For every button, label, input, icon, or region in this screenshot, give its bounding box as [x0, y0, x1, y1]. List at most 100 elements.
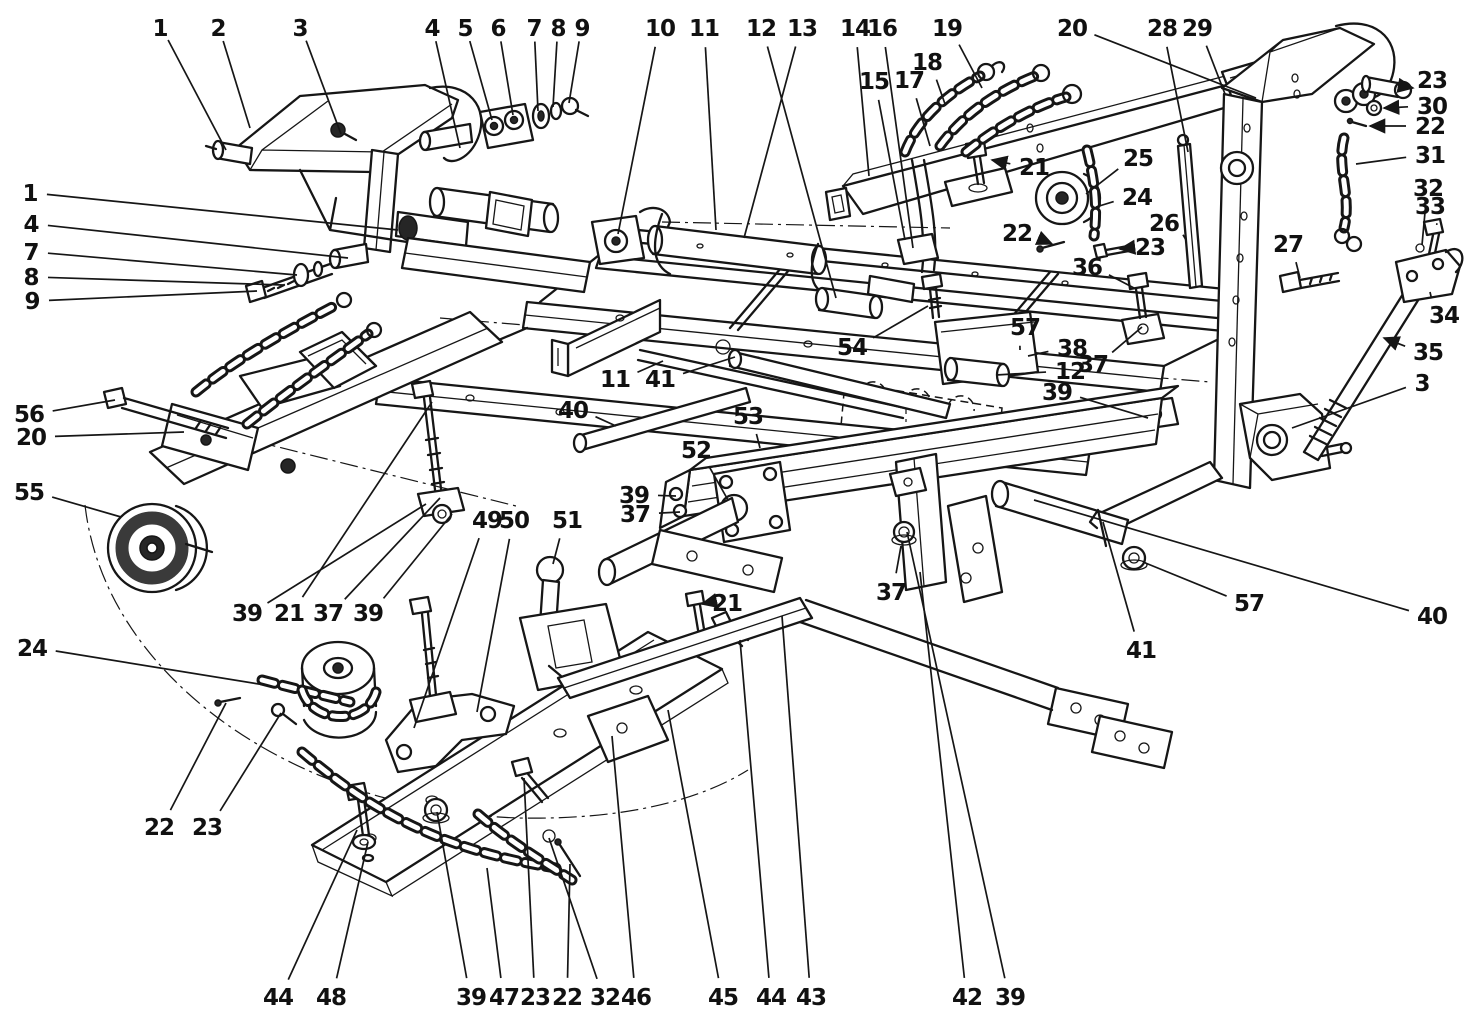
callout-leader-37-56 [344, 497, 441, 600]
callout-leader-1-45 [46, 193, 399, 231]
callout-label-1-45: 1 [22, 181, 37, 207]
callout-label-16-14: 16 [867, 16, 897, 42]
callout-leader-3-38 [1291, 386, 1407, 429]
callout-leader-24-53 [55, 650, 266, 686]
callout-leader-23-33 [1118, 239, 1137, 255]
callout-label-39-77: 39 [456, 985, 486, 1011]
callout-leader-4-46 [47, 224, 349, 259]
callout-label-18-16: 18 [912, 50, 942, 76]
callout-leader-41-72 [1102, 521, 1135, 632]
callout-leader-27-35 [1295, 261, 1301, 279]
callout-leader-31-25 [1355, 156, 1407, 165]
callout-label-48-76: 48 [316, 985, 346, 1011]
callout-label-42-86: 42 [952, 985, 982, 1011]
callout-leader-32-81 [548, 837, 598, 980]
tongue-assembly [102, 310, 504, 594]
callout-label-7-6: 7 [526, 16, 541, 42]
callout-leader-15-17 [877, 99, 906, 241]
callout-leader-39-54 [267, 503, 427, 604]
callout-label-11-10: 11 [689, 16, 719, 42]
callout-leader-34-36 [1429, 291, 1433, 299]
callout-label-3-38: 3 [1414, 371, 1429, 397]
callout-label-24-29: 24 [1122, 185, 1152, 211]
callout-leader-12-43 [995, 371, 1047, 376]
callout-label-5-4: 5 [457, 16, 472, 42]
callout-leader-9-8 [568, 41, 580, 104]
callout-leader-38-41 [1027, 350, 1049, 357]
callout-leader-37-64 [658, 511, 681, 514]
callout-label-6-5: 6 [490, 16, 505, 42]
callout-label-37-69: 37 [876, 580, 906, 606]
callout-label-40-71: 40 [1417, 604, 1447, 630]
callout-leader-8-7 [552, 41, 558, 108]
callout-label-39-57: 39 [353, 601, 383, 627]
callout-label-33-27: 33 [1415, 194, 1445, 220]
callout-label-35-37: 35 [1413, 340, 1443, 366]
callout-label-22-73: 22 [144, 815, 174, 841]
callout-leader-21-55 [301, 401, 433, 598]
hitch-assembly [204, 83, 592, 304]
callout-leader-6-5 [500, 41, 514, 116]
callout-label-38-41: 38 [1057, 336, 1087, 362]
callout-leader-37-42 [1111, 326, 1143, 354]
callout-label-13-12: 13 [787, 16, 817, 42]
callout-leader-11-58 [637, 360, 664, 374]
callout-leader-23-79 [523, 777, 535, 978]
callout-label-40-60: 40 [558, 398, 588, 424]
callout-leader-55-52 [51, 496, 122, 518]
callout-label-32-81: 32 [590, 985, 620, 1011]
callout-leader-48-76 [335, 841, 369, 979]
callout-label-39-63: 39 [619, 483, 649, 509]
callout-leader-51-67 [552, 538, 561, 565]
callout-leader-36-34 [1108, 274, 1135, 289]
callout-label-24-53: 24 [17, 636, 47, 662]
callout-label-20-19: 20 [1057, 16, 1087, 42]
callout-label-15-17: 15 [859, 69, 889, 95]
callout-leader-20-51 [54, 431, 185, 438]
callout-leader-5-4 [468, 40, 493, 121]
callout-label-1-0: 1 [152, 16, 167, 42]
callout-label-20-51: 20 [16, 425, 46, 451]
callout-label-2-1: 2 [210, 16, 225, 42]
callout-label-9-49: 9 [24, 289, 39, 315]
callout-label-21-55: 21 [274, 601, 304, 627]
callout-label-45-83: 45 [708, 985, 738, 1011]
callout-label-52-62: 52 [681, 438, 711, 464]
callout-label-53-61: 53 [733, 404, 763, 430]
callout-leader-39-87 [906, 531, 1006, 979]
callout-label-55-52: 55 [14, 480, 44, 506]
callout-leader-46-82 [611, 735, 635, 978]
callout-label-8-7: 8 [550, 16, 565, 42]
callout-leader-39-63 [657, 494, 677, 497]
callout-leader-16-14 [884, 46, 914, 249]
callout-label-21-31: 21 [1019, 155, 1049, 181]
callout-label-31-25: 31 [1415, 143, 1445, 169]
callout-label-12-43: 12 [1055, 359, 1085, 385]
callout-label-36-34: 36 [1072, 255, 1102, 281]
callout-label-57-40: 57 [1010, 315, 1040, 341]
callout-leader-44-84 [739, 639, 770, 978]
callout-leader-53-61 [755, 433, 761, 449]
callout-label-21-68: 21 [712, 591, 742, 617]
callout-label-37-56: 37 [313, 601, 343, 627]
callout-label-37-42: 37 [1078, 352, 1108, 378]
callout-label-57-70: 57 [1234, 591, 1264, 617]
callout-leader-22-32 [1034, 230, 1054, 245]
callout-leader-47-78 [486, 867, 502, 979]
callout-label-4-46: 4 [23, 212, 38, 238]
callout-label-46-82: 46 [621, 985, 651, 1011]
callout-leader-44-75 [287, 829, 358, 980]
callout-label-49-65: 49 [472, 508, 502, 534]
callout-leader-25-28 [1085, 168, 1119, 195]
callout-label-14-13: 14 [840, 16, 870, 42]
cylinder-subframe-assembly [572, 348, 1180, 770]
callout-leader-41-59 [682, 356, 736, 375]
callout-leader-39-44 [1079, 396, 1149, 419]
callout-label-23-74: 23 [192, 815, 222, 841]
callout-leader-4-3 [435, 41, 461, 149]
callout-leader-37-69 [895, 545, 902, 574]
callout-leader-3-2 [305, 40, 342, 135]
callout-label-4-3: 4 [424, 16, 439, 42]
callout-label-11-58: 11 [600, 367, 630, 393]
